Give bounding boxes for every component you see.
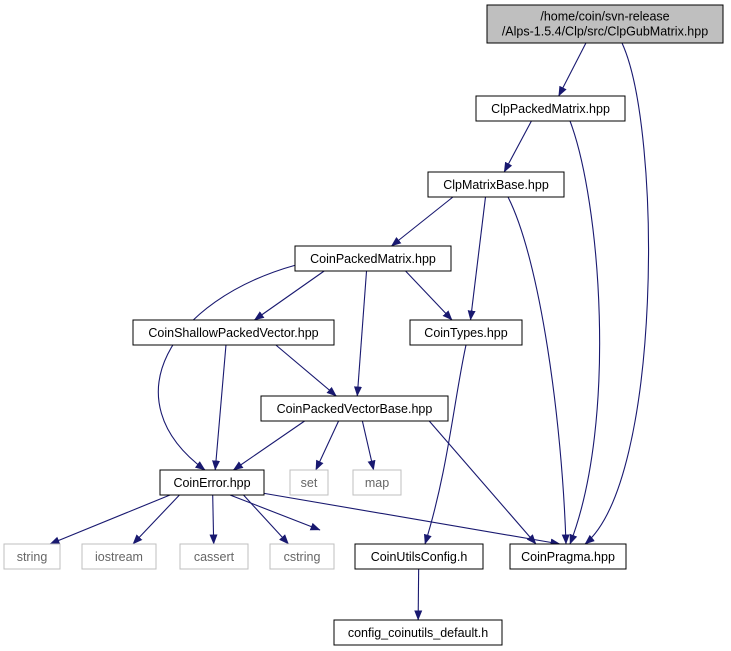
edge-coinerror-to-string [49, 494, 171, 545]
node-label-coinpragma: CoinPragma.hpp [521, 550, 615, 564]
node-label-map: map [365, 476, 389, 490]
edge-coinpackedmatrix-to-coinerror [157, 264, 297, 471]
node-coinpragma[interactable]: CoinPragma.hpp [509, 543, 627, 570]
node-box-root [486, 4, 724, 44]
edge-coinpackedmatrix-to-coinpvb [353, 270, 368, 397]
node-map: map [352, 469, 402, 496]
node-label-clppacked: ClpPackedMatrix.hpp [491, 102, 610, 116]
node-label-root: /home/coin/svn-release [540, 9, 669, 23]
node-cassert: cassert [179, 543, 249, 570]
node-label-root-line2: /Alps-1.5.4/Clp/src/ClpGubMatrix.hpp [502, 24, 708, 38]
node-coinerror[interactable]: CoinError.hpp [159, 469, 265, 496]
edge-clppacked-to-coinpragma [569, 120, 601, 545]
edge-clpmatrixbase-to-coinpragma [507, 196, 570, 545]
edge-clpmatrixbase-to-coinpackedmatrix [391, 196, 454, 247]
edge-coinpackedmatrix-to-cointypes [405, 270, 453, 321]
edge-coinshallow-to-coinerror [212, 344, 227, 471]
edges-layer [49, 42, 650, 621]
node-box-coinpackedmatrix [294, 245, 452, 272]
edge-coinerror-to-coinpragma [261, 492, 561, 547]
node-box-cassert [179, 543, 249, 570]
node-label-coinpvb: CoinPackedVectorBase.hpp [277, 402, 433, 416]
node-label-coinutilsconfig: CoinUtilsConfig.h [371, 550, 468, 564]
node-box-set [289, 469, 329, 496]
edge-coinutilsconfig-to-configdefault [414, 568, 423, 621]
edge-coinpvb-to-map [361, 420, 376, 471]
node-box-map [352, 469, 402, 496]
node-label-coinpackedmatrix: CoinPackedMatrix.hpp [310, 252, 436, 266]
node-box-cstring [269, 543, 335, 570]
node-label-coinshallow: CoinShallowPackedVector.hpp [148, 326, 318, 340]
edge-coinpvb-to-set [315, 420, 340, 471]
node-box-coinpvb [260, 395, 449, 422]
node-label-cassert: cassert [194, 550, 235, 564]
edge-coinerror-to-cassert [209, 494, 218, 545]
node-coinutilsconfig[interactable]: CoinUtilsConfig.h [354, 543, 484, 570]
edge-coinerror-to-coinutilsconfig [229, 494, 321, 531]
node-label-cstring: cstring [284, 550, 321, 564]
edge-coinshallow-to-coinpvb [275, 344, 337, 397]
node-box-coinpragma [509, 543, 627, 570]
node-box-clpmatrixbase [427, 171, 565, 198]
edge-coinpvb-to-coinerror [232, 420, 305, 471]
node-box-coinutilsconfig [354, 543, 484, 570]
node-label-configdefault: config_coinutils_default.h [348, 626, 488, 640]
node-configdefault[interactable]: config_coinutils_default.h [333, 619, 503, 646]
node-string: string [3, 543, 61, 570]
node-box-string [3, 543, 61, 570]
edge-clpmatrixbase-to-cointypes [467, 196, 487, 321]
node-label-iostream: iostream [95, 550, 143, 564]
edge-cointypes-to-coinutilsconfig [423, 344, 467, 545]
node-box-clppacked [475, 95, 626, 122]
edge-coinpvb-to-coinpragma [428, 420, 537, 545]
node-label-string: string [17, 550, 48, 564]
edge-coinerror-to-iostream [132, 494, 180, 545]
node-box-cointypes [409, 319, 523, 346]
node-set: set [289, 469, 329, 496]
node-label-clpmatrixbase: ClpMatrixBase.hpp [443, 178, 549, 192]
node-box-iostream [81, 543, 157, 570]
edge-root-to-clppacked [558, 42, 587, 97]
node-box-configdefault [333, 619, 503, 646]
node-label-coinerror: CoinError.hpp [173, 476, 250, 490]
node-coinpvb[interactable]: CoinPackedVectorBase.hpp [260, 395, 449, 422]
node-root[interactable]: /home/coin/svn-release/Alps-1.5.4/Clp/sr… [486, 4, 724, 44]
edge-coinpackedmatrix-to-coinshallow [254, 270, 325, 321]
node-label-cointypes: CoinTypes.hpp [424, 326, 507, 340]
node-cstring: cstring [269, 543, 335, 570]
node-cointypes[interactable]: CoinTypes.hpp [409, 319, 523, 346]
node-clpmatrixbase[interactable]: ClpMatrixBase.hpp [427, 171, 565, 198]
node-coinshallow[interactable]: CoinShallowPackedVector.hpp [132, 319, 335, 346]
node-clppacked[interactable]: ClpPackedMatrix.hpp [475, 95, 626, 122]
nodes-layer: /home/coin/svn-release/Alps-1.5.4/Clp/sr… [3, 4, 724, 646]
node-coinpackedmatrix[interactable]: CoinPackedMatrix.hpp [294, 245, 452, 272]
edge-clppacked-to-clpmatrixbase [503, 120, 532, 173]
node-box-coinerror [159, 469, 265, 496]
node-iostream: iostream [81, 543, 157, 570]
node-label-set: set [301, 476, 318, 490]
node-box-coinshallow [132, 319, 335, 346]
edge-root-to-coinpragma [584, 42, 650, 545]
